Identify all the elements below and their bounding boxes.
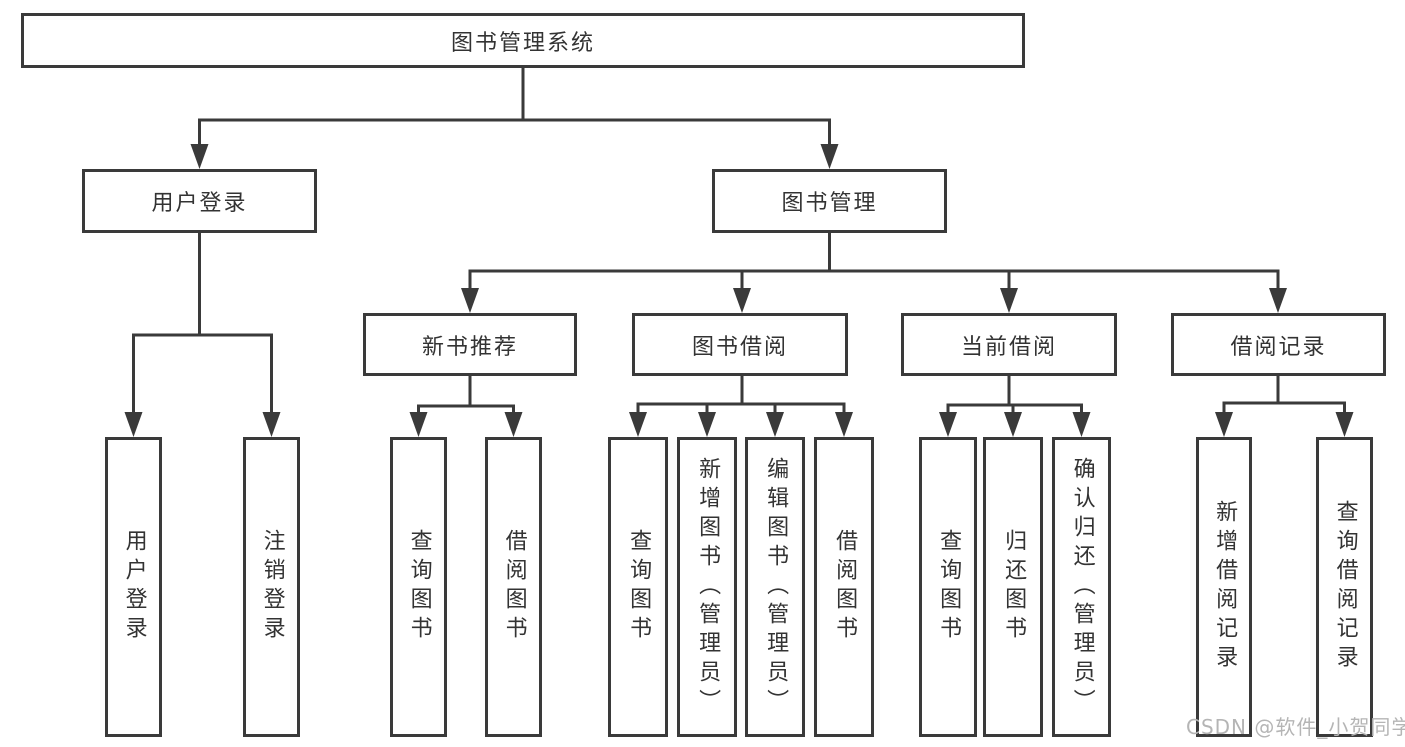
leaf-newbooks-query-books: 查询图书 <box>390 437 447 737</box>
node-book-management: 图书管理 <box>712 169 947 233</box>
leaf-borrow-edit-book-admin: 编辑图书（管理员） <box>745 437 805 737</box>
node-root-system: 图书管理系统 <box>21 13 1025 68</box>
node-new-book-recommend: 新书推荐 <box>363 313 577 376</box>
node-user-login: 用户登录 <box>82 169 317 233</box>
leaf-records-query-record: 查询借阅记录 <box>1316 437 1373 737</box>
leaf-user-login: 用户登录 <box>105 437 162 737</box>
leaf-current-query-books: 查询图书 <box>919 437 977 737</box>
leaf-borrow-borrow-books: 借阅图书 <box>814 437 874 737</box>
node-book-borrow: 图书借阅 <box>632 313 848 376</box>
node-current-borrow: 当前借阅 <box>901 313 1117 376</box>
leaf-newbooks-borrow-books: 借阅图书 <box>485 437 542 737</box>
csdn-watermark: CSDN @软件_小贺同学 <box>1186 715 1405 739</box>
node-borrow-records: 借阅记录 <box>1171 313 1386 376</box>
leaf-borrow-add-book-admin: 新增图书（管理员） <box>677 437 737 737</box>
leaf-borrow-query-books: 查询图书 <box>608 437 668 737</box>
leaf-records-add-record: 新增借阅记录 <box>1196 437 1252 737</box>
leaf-current-return-book: 归还图书 <box>983 437 1043 737</box>
leaf-logout: 注销登录 <box>243 437 300 737</box>
leaf-current-confirm-return-admin: 确认归还（管理员） <box>1052 437 1111 737</box>
